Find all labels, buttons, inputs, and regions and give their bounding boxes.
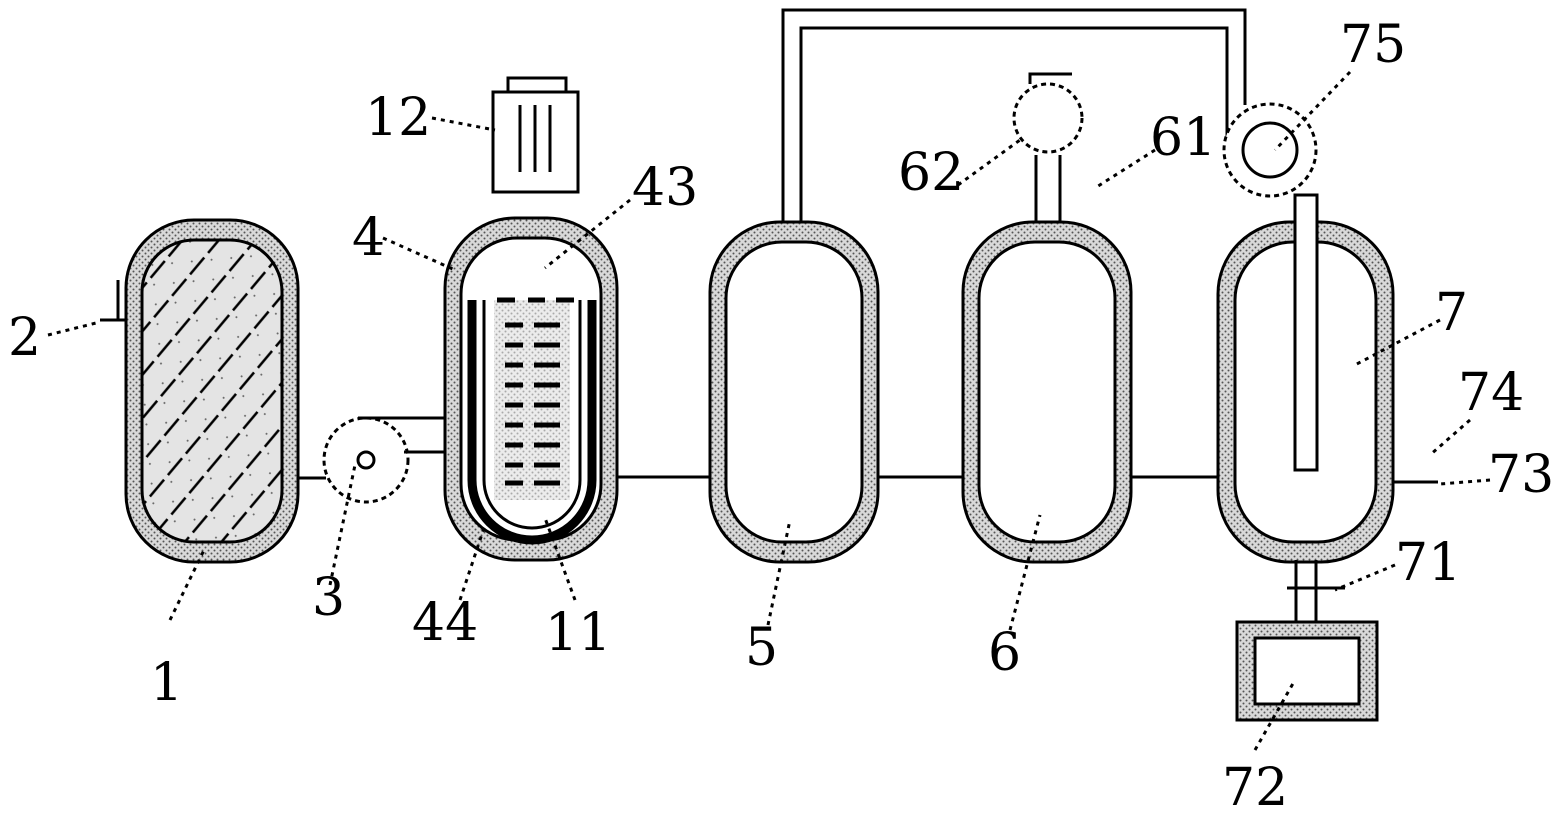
label-6: 6	[988, 623, 1021, 683]
coil-dashes	[497, 297, 574, 486]
vessel-5	[708, 220, 880, 564]
label-11: 11	[545, 603, 611, 663]
label-62: 62	[898, 143, 964, 203]
label-75: 75	[1340, 15, 1406, 75]
leader-lines	[47, 70, 1491, 751]
label-12: 12	[365, 88, 431, 148]
storage-tank-1	[100, 218, 300, 564]
vessel-6	[961, 72, 1133, 564]
label-3: 3	[312, 568, 345, 628]
recycle-pipe	[781, 8, 1247, 225]
label-1-bottom: 1	[150, 653, 183, 713]
label-61: 61	[1150, 108, 1216, 168]
vessel-7	[1216, 102, 1438, 622]
label-43: 43	[632, 158, 698, 218]
label-44: 44	[412, 593, 478, 653]
label-71: 71	[1395, 533, 1461, 593]
label-73: 73	[1488, 445, 1554, 505]
pump-3	[298, 416, 455, 504]
label-74: 74	[1458, 363, 1524, 423]
label-5: 5	[745, 618, 778, 678]
label-7: 7	[1435, 283, 1468, 343]
collector-72	[1235, 620, 1379, 722]
label-4: 4	[352, 208, 385, 268]
device-12	[491, 76, 580, 194]
label-2: 2	[8, 308, 41, 368]
labels: 2 1 3 4 12 43 44 11 5 62 61 6 75 7 74 73…	[8, 15, 1554, 818]
reactor-4	[443, 216, 619, 562]
label-72: 72	[1222, 758, 1288, 818]
